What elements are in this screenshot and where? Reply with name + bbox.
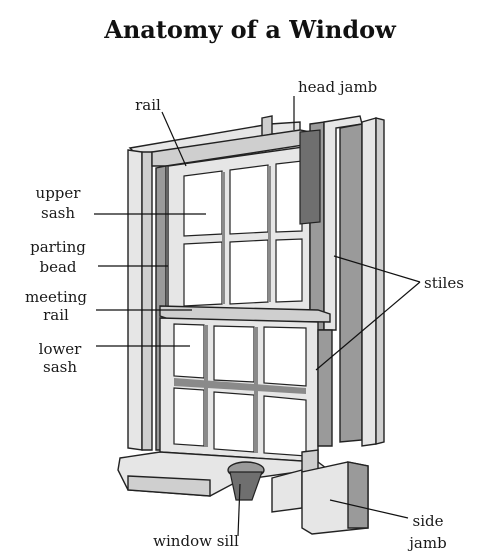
label-upper-sash-line1: upper	[36, 184, 82, 202]
right-stile-edge	[361, 117, 377, 447]
label-lower-sash-line2: sash	[43, 358, 77, 376]
window-sill-leader	[237, 483, 241, 537]
window-sill-cutaway-wedge	[229, 471, 263, 501]
window-sill-front	[127, 475, 211, 497]
upper-pane	[183, 170, 223, 237]
label-side-jamb-line1: side	[413, 512, 444, 530]
label-meeting-rail-line2: rail	[43, 306, 69, 324]
label-parting-bead-line1: parting	[30, 238, 86, 256]
side-jamb-block-small	[271, 469, 303, 513]
stiles-leader-lower	[315, 281, 421, 371]
label-upper-sash-line2: sash	[41, 204, 75, 222]
upper-muntin-shade	[222, 172, 225, 304]
lower-pane	[173, 323, 205, 379]
labels: rail head jamb upper sash parting bead m…	[25, 78, 464, 552]
right-lower-jamb	[317, 329, 333, 447]
upper-pane	[275, 238, 303, 303]
side-jamb-leader	[329, 499, 409, 519]
label-rail: rail	[135, 96, 161, 114]
upper-sash	[167, 145, 311, 317]
head-jamb-block	[299, 129, 321, 225]
right-stile	[339, 123, 363, 443]
stiles-leader-upper	[333, 255, 421, 283]
diagram-title: Anatomy of a Window	[103, 15, 397, 44]
lower-sash	[159, 317, 319, 463]
rail-leader	[161, 111, 187, 167]
label-window-sill: window sill	[153, 532, 239, 550]
side-jamb-block-shade	[347, 461, 369, 529]
left-outer-jamb	[127, 149, 143, 451]
right-stile-back	[375, 117, 385, 445]
head-jamb-notch	[261, 115, 273, 137]
lower-muntin-shade	[174, 378, 306, 394]
lower-pane	[263, 326, 307, 387]
lower-pane	[263, 395, 307, 457]
upper-pane	[229, 164, 269, 235]
upper-pane	[275, 160, 303, 233]
leader-lines	[94, 96, 421, 537]
label-parting-bead-line2: bead	[39, 258, 76, 276]
label-meeting-rail-line1: meeting	[25, 288, 87, 306]
lower-pane	[173, 387, 205, 447]
meeting-rail-piece	[159, 305, 331, 323]
label-lower-sash-line1: lower	[39, 340, 83, 358]
upper-muntin-shade	[268, 166, 271, 302]
lower-pane	[213, 391, 255, 453]
label-head-jamb: head jamb	[298, 78, 377, 96]
label-side-jamb-line2: jamb	[407, 534, 446, 552]
window-illustration	[117, 115, 385, 535]
upper-pane	[183, 241, 223, 307]
upper-pane	[229, 239, 269, 305]
lower-pane	[213, 325, 255, 383]
label-stiles: stiles	[424, 274, 464, 292]
left-outer-jamb-face	[141, 151, 153, 451]
